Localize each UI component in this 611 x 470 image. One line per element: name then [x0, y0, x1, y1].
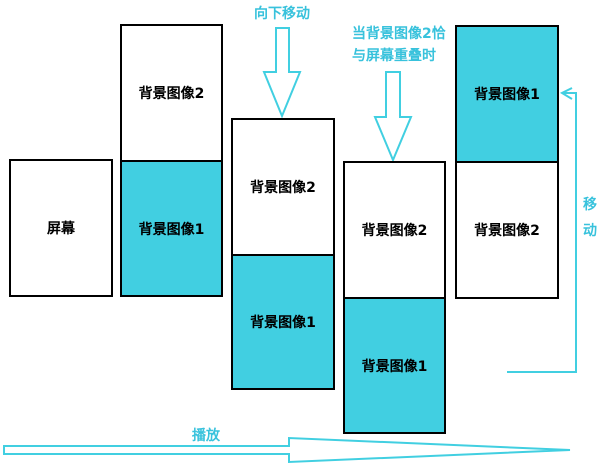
col3-bg1-box: 背景图像1: [343, 297, 446, 434]
move-loop-arrowhead: [559, 87, 573, 100]
overlap-label-line1: 当背景图像2恰: [352, 26, 446, 42]
col4-bg1-box: 背景图像1: [455, 25, 559, 163]
play-arrow: [3, 436, 571, 464]
col2-bg2-label: 背景图像2: [250, 180, 316, 196]
overlap-label-line2: 与屏幕重叠时: [352, 48, 436, 64]
move-down-arrow: [262, 27, 302, 119]
col4-bg2-box: 背景图像2: [455, 161, 559, 299]
col3-bg2-label: 背景图像2: [361, 223, 428, 239]
move-down-label: 向下移动: [254, 6, 310, 22]
col2-bg1-label: 背景图像1: [250, 315, 316, 331]
col1-bg1-box: 背景图像1: [120, 160, 223, 297]
col1-bg1-label: 背景图像1: [138, 221, 205, 238]
col4-bg2-label: 背景图像2: [474, 223, 540, 239]
col2-bg1-box: 背景图像1: [231, 254, 335, 390]
col2-bg2-box: 背景图像2: [231, 118, 335, 256]
overlap-arrow: [373, 71, 413, 163]
move-label-line2: 动: [583, 223, 597, 239]
col3-bg1-label: 背景图像1: [361, 358, 428, 375]
col3-bg2-box: 背景图像2: [343, 161, 446, 299]
move-loop-arrow: [507, 92, 577, 373]
col4-bg1-label: 背景图像1: [474, 87, 540, 103]
play-label: 播放: [192, 428, 220, 444]
col1-bg2-label: 背景图像2: [138, 86, 205, 102]
col1-bg2-box: 背景图像2: [120, 24, 223, 162]
screen-box: 屏幕: [9, 159, 113, 297]
move-label-line1: 移: [583, 197, 597, 213]
screen-label: 屏幕: [47, 221, 75, 237]
